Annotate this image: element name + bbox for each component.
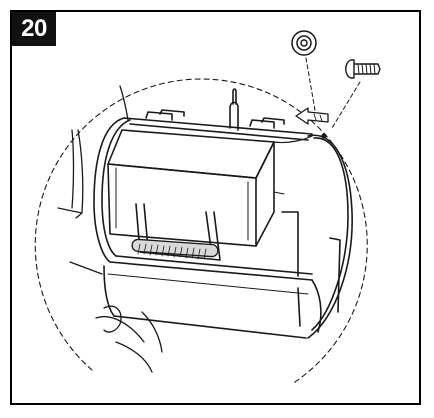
end-cap-cylinder	[273, 133, 353, 339]
hinged-cover	[107, 129, 275, 261]
screw-icon	[345, 59, 381, 79]
insertion-arrow-icon	[295, 107, 329, 125]
assembly-illustration	[34, 30, 381, 385]
washer-icon	[291, 30, 317, 56]
instruction-panel: 20	[10, 10, 421, 405]
side-shelf-body	[93, 88, 313, 339]
detail-circle	[34, 78, 368, 385]
step-number-badge: 20	[12, 12, 56, 46]
assembly-guide-lines	[305, 57, 361, 129]
grill-frame-background	[57, 85, 163, 373]
